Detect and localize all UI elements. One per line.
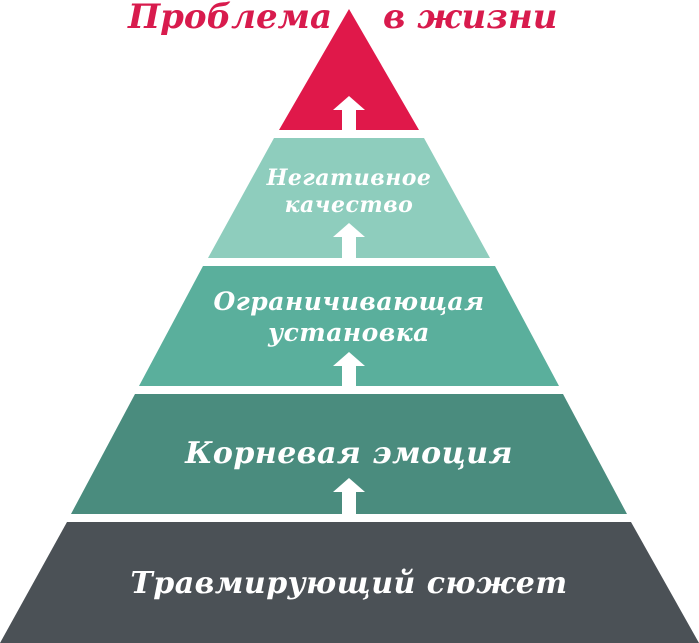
- arrow-up-icon: [333, 96, 365, 130]
- tier-negative-quality-line2: качество: [285, 192, 414, 218]
- tier-negative-quality-line1: Негативное: [266, 165, 432, 191]
- tier-traumatic-story: [0, 522, 699, 643]
- tier-problem: [279, 9, 419, 130]
- tier-limiting-belief-line1: Ограничивающая: [213, 287, 484, 316]
- arrow-up-icon: [333, 223, 365, 258]
- tier-limiting-belief-line2: установка: [267, 318, 430, 347]
- arrow-up-icon: [333, 352, 365, 386]
- tier-root-emotion: [71, 394, 627, 514]
- arrow-up-icon: [333, 478, 365, 514]
- tier-root-emotion-label: Корневая эмоция: [184, 436, 513, 471]
- tier-traumatic-story-label: Травмирующий сюжет: [130, 566, 567, 601]
- title-right: в жизни: [383, 0, 557, 37]
- tier-limiting-belief: [139, 266, 559, 386]
- tier-negative-quality: [208, 138, 490, 258]
- title-left: Проблема: [127, 0, 332, 37]
